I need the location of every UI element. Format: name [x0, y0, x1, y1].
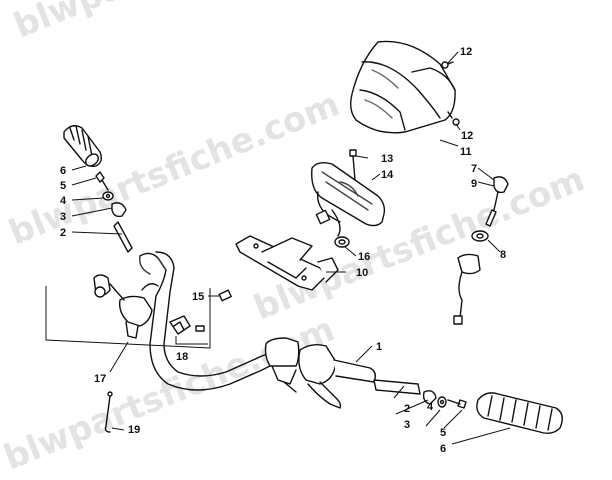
callout-7: 7: [471, 163, 477, 175]
clip-part: [218, 289, 232, 302]
callout-labels: 12 12 11 13 14 7 9 8 16 10 15 6 5 4 3 2 …: [60, 46, 506, 455]
callout-5: 5: [440, 427, 446, 439]
gauge-screw: [349, 149, 357, 181]
callout-18: 18: [176, 351, 188, 363]
right-washer: [437, 396, 447, 408]
handlebar-part: [139, 251, 279, 391]
callout-16: 16: [358, 251, 370, 263]
callout-1: 1: [376, 341, 382, 353]
key-part: [485, 176, 509, 227]
switch-part: [169, 315, 205, 335]
throttle-tube-part: [333, 359, 377, 383]
callout-3: 3: [60, 211, 66, 223]
callout-12: 12: [461, 130, 473, 142]
right-spacer: [373, 379, 421, 395]
ignition-switch-part: [453, 230, 489, 325]
callout-4: 4: [60, 195, 67, 207]
callout-8: 8: [500, 249, 506, 261]
callout-10: 10: [356, 267, 368, 279]
callout-12: 12: [460, 46, 472, 58]
callout-19: 19: [128, 424, 140, 436]
visor-screw-bottom: [447, 111, 460, 126]
callout-17: 17: [94, 373, 106, 385]
callout-6: 6: [60, 165, 66, 177]
watermark-text: blwpartsfiche.com: [0, 309, 340, 475]
throttle-assembly: [264, 337, 342, 409]
watermark-text: blwpartsfiche.com: [8, 0, 350, 46]
callout-9: 9: [471, 178, 477, 190]
mount-bracket-part: [235, 235, 339, 291]
right-grip-part: [476, 392, 563, 435]
gauge-part: [311, 161, 386, 237]
watermark-text: blwpartsfiche.com: [3, 84, 345, 253]
callout-5: 5: [60, 180, 66, 192]
leader-lines: [45, 51, 511, 445]
left-bar-weight: [111, 202, 127, 218]
left-bar-end-bolt: [95, 171, 109, 191]
callout-13: 13: [381, 153, 393, 165]
left-washer: [102, 191, 114, 201]
callout-15: 15: [192, 291, 204, 303]
visor-screw-top: [441, 61, 454, 69]
callout-2: 2: [60, 227, 66, 239]
callout-6: 6: [440, 443, 446, 455]
grommet-part: [334, 236, 350, 248]
left-grip-part: [63, 125, 103, 168]
cable-part: [104, 391, 113, 433]
callout-4: 4: [427, 401, 434, 413]
left-spacer: [113, 221, 133, 253]
left-control-housing: [93, 274, 159, 339]
right-bar-end-bolt: [447, 399, 467, 409]
callout-2: 2: [404, 403, 410, 415]
visor-part: [349, 40, 456, 134]
callout-3: 3: [404, 419, 410, 431]
callout-14: 14: [381, 169, 394, 181]
callout-11: 11: [460, 146, 472, 158]
